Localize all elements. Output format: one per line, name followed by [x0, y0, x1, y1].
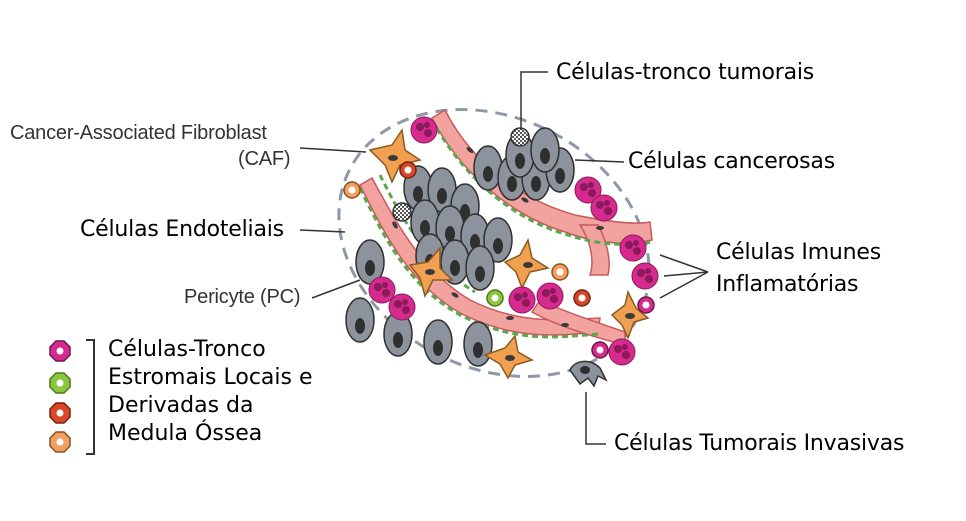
- endothelial-label: Células Endoteliais: [80, 217, 284, 242]
- leader-lines: [299, 71, 709, 445]
- legend: Células-Tronco Estromais Locais e Deriva…: [108, 336, 313, 448]
- tumor-stem-cells-label: Células-tronco tumorais: [556, 60, 815, 85]
- caf-label: Cancer-Associated Fibroblast: [10, 122, 267, 144]
- pericyte-label: Pericyte (PC): [184, 286, 301, 308]
- legend-line: Medula Óssea: [108, 421, 263, 446]
- cancer-cells-label: Células cancerosas: [628, 149, 835, 174]
- red-cell-icon: [49, 402, 71, 424]
- invasive-cells-label: Células Tumorais Invasivas: [614, 431, 905, 456]
- orange-cell-icon: [49, 431, 71, 453]
- legend-icons: [49, 339, 95, 455]
- green-cell-icon: [49, 372, 71, 394]
- legend-line: Células-Tronco: [108, 337, 266, 362]
- legend-line: Estromais Locais e: [108, 365, 313, 390]
- caf-label-abbrev: (CAF): [238, 148, 291, 170]
- legend-bracket: [86, 339, 95, 455]
- stem-cells: [343, 127, 655, 359]
- magenta-cell-icon: [49, 340, 71, 362]
- tumor-stem-cell-icon: [510, 127, 530, 147]
- legend-line: Derivadas da: [108, 393, 254, 418]
- immune-cells-label-line2: Inflamatórias: [716, 272, 859, 297]
- invasive-tumor-cell: [569, 360, 608, 388]
- immune-cells-label: Células Imunes: [716, 240, 882, 265]
